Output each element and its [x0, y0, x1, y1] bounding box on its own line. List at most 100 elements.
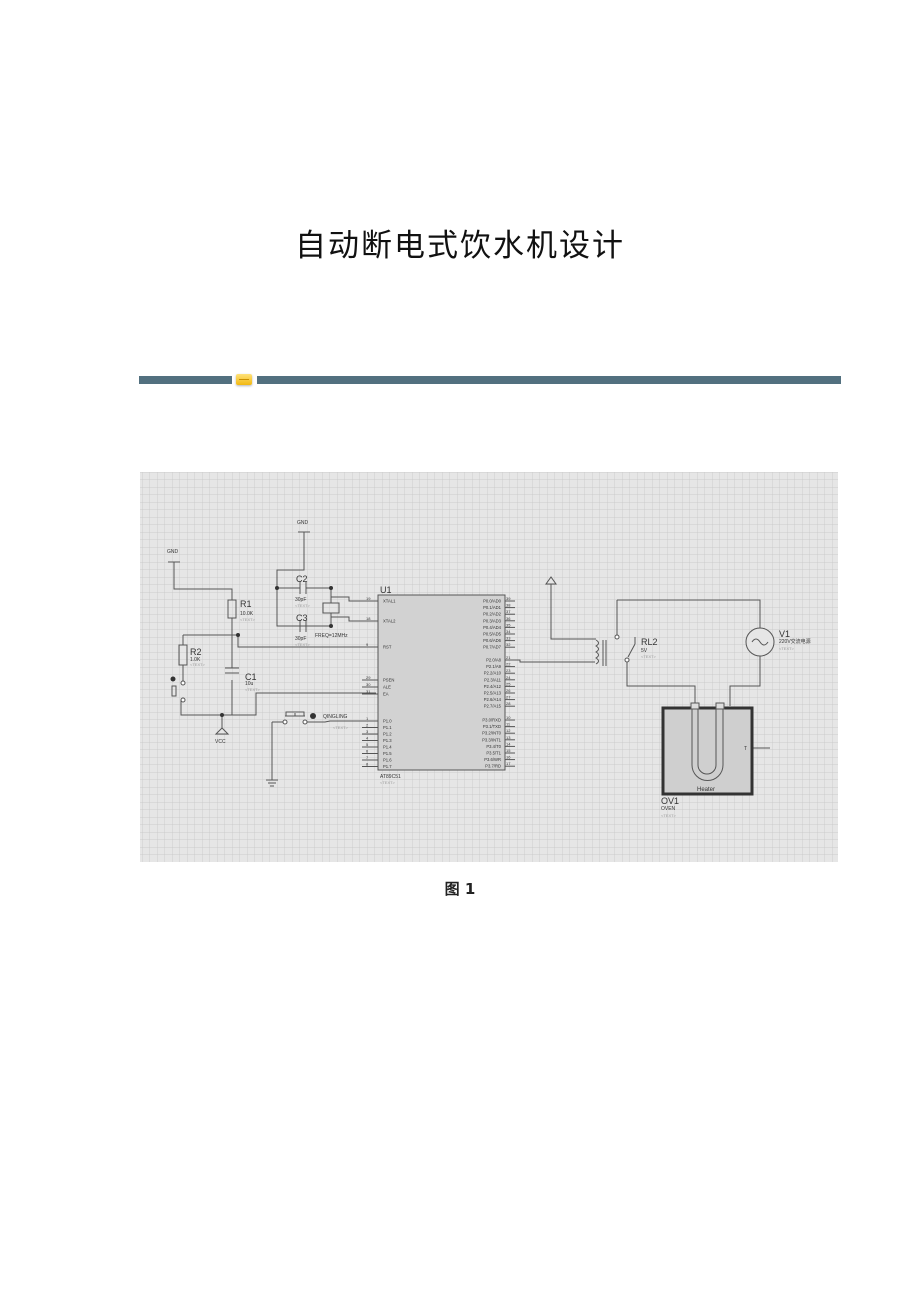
pin-number: 23	[506, 668, 511, 673]
u1-name: U1	[380, 585, 392, 595]
c1-text: <TEXT>	[245, 687, 261, 692]
pin-number: 16	[506, 755, 511, 760]
pin-label: P3.3/INT1	[482, 737, 502, 742]
pin-number: 10	[506, 715, 511, 720]
pin-label: P0.2/AD2	[483, 612, 502, 617]
button-text: <TEXT>	[333, 725, 349, 730]
pin-number: 18	[366, 616, 371, 621]
pin-label: P0.7/AD7	[483, 645, 502, 650]
c2-capacitor	[299, 582, 307, 594]
pin-label: P3.5/T1	[486, 751, 501, 756]
pin-number: 31	[366, 689, 371, 694]
relay-coil	[595, 639, 599, 665]
qingling-button-dot	[310, 713, 316, 719]
c2-name: C2	[296, 574, 308, 584]
pin-label: P1.2	[383, 732, 392, 737]
power-arrow-symbol	[545, 576, 557, 585]
pin-number: 28	[506, 701, 511, 706]
pin-label: P3.6/WR	[484, 757, 501, 762]
pin-number: 33	[506, 636, 511, 641]
pin-number: 19	[366, 596, 371, 601]
pin-label: P2.3/A11	[484, 677, 502, 682]
pin-label: P3.0/RXD	[482, 718, 501, 723]
pin-number: 36	[506, 616, 511, 621]
r1-name: R1	[240, 599, 252, 609]
document-title: 自动断电式饮水机设计	[295, 228, 625, 264]
oven-terminal-label: T	[744, 746, 747, 752]
r2-name: R2	[190, 647, 202, 657]
button-name: QINGLING	[323, 714, 348, 720]
pin-label: P1.3	[383, 738, 392, 743]
reset-button[interactable]	[171, 685, 177, 697]
pin-number: 27	[506, 695, 511, 700]
crystal	[322, 602, 340, 614]
reset-button-dot	[170, 676, 176, 682]
c3-capacitor	[299, 620, 307, 632]
pin-label: P1.4	[383, 745, 392, 750]
divider-bar-left	[139, 376, 232, 384]
pin-label: RST	[383, 645, 392, 650]
pin-label: P0.3/AD3	[483, 618, 502, 623]
rl2-value: 5V	[641, 648, 648, 654]
u1-part: AT89C51	[380, 774, 401, 780]
v1-text: <TEXT>	[779, 646, 795, 651]
r1-text: <TEXT>	[240, 617, 256, 622]
pin-number: 1	[366, 716, 369, 721]
pin-number: 29	[366, 675, 371, 680]
pin-number: 9	[366, 642, 369, 647]
pin-number: 35	[506, 622, 511, 627]
rl2-text: <TEXT>	[641, 654, 657, 659]
pin-number: 4	[366, 736, 369, 741]
pin-label: P0.0/AD0	[483, 599, 502, 604]
pin-label: ALE	[383, 685, 391, 690]
pin-label: XTAL1	[383, 599, 396, 604]
pin-label: P2.0/A8	[486, 658, 502, 663]
pin-number: 39	[506, 596, 511, 601]
pin-label: P3.7/RD	[485, 764, 501, 769]
u1-text: <TEXT>	[380, 780, 396, 785]
pin-number: 17	[506, 761, 511, 766]
heater-terminal	[690, 702, 700, 710]
pin-label: P0.4/AD4	[483, 625, 502, 630]
pin-number: 3	[366, 729, 369, 734]
r2-text: <TEXT>	[190, 662, 206, 667]
v1-value: 220V交流电源	[779, 638, 811, 645]
pin-label: P2.5/A13	[484, 691, 502, 696]
qingling-button[interactable]	[285, 711, 305, 717]
v1-name: V1	[779, 629, 790, 639]
c3-value: 30pF	[295, 636, 306, 642]
pin-number: 22	[506, 662, 511, 667]
pin-number: 32	[506, 642, 511, 647]
pin-label: P0.6/AD6	[483, 638, 502, 643]
oven-box	[661, 706, 754, 796]
pin-number: 12	[506, 728, 511, 733]
ov1-text: <TEXT>	[661, 813, 677, 818]
crystal-frequency: FREQ=12MHz	[315, 633, 348, 639]
pin-label: P3.4/T0	[486, 744, 501, 749]
pin-number: 26	[506, 688, 511, 693]
c3-text: <TEXT>	[295, 642, 311, 647]
r2-value: 1.0K	[190, 657, 201, 663]
pin-label: P2.6/A14	[484, 697, 502, 702]
pin-label: P2.1/A9	[486, 664, 502, 669]
pin-label: P2.7/A15	[484, 704, 502, 709]
wires	[168, 531, 770, 787]
sine-icon	[751, 638, 769, 646]
junction-dots	[220, 586, 333, 717]
pin-label: PSEN	[383, 678, 394, 683]
pin-number: 14	[506, 741, 511, 746]
pin-label: P1.1	[383, 725, 392, 730]
r2-resistor	[178, 644, 188, 666]
pin-number: 25	[506, 681, 511, 686]
r1-resistor	[227, 599, 237, 619]
pin-label: P0.1/AD1	[483, 605, 502, 610]
pin-label: EA	[383, 692, 389, 697]
pin-number: 11	[506, 722, 511, 727]
relay-core	[602, 640, 607, 666]
pin-number: 37	[506, 609, 511, 614]
pin-label: P2.2/A10	[484, 671, 502, 676]
figure-caption: 图 1	[444, 880, 476, 898]
gnd2-label: GND	[297, 520, 309, 526]
